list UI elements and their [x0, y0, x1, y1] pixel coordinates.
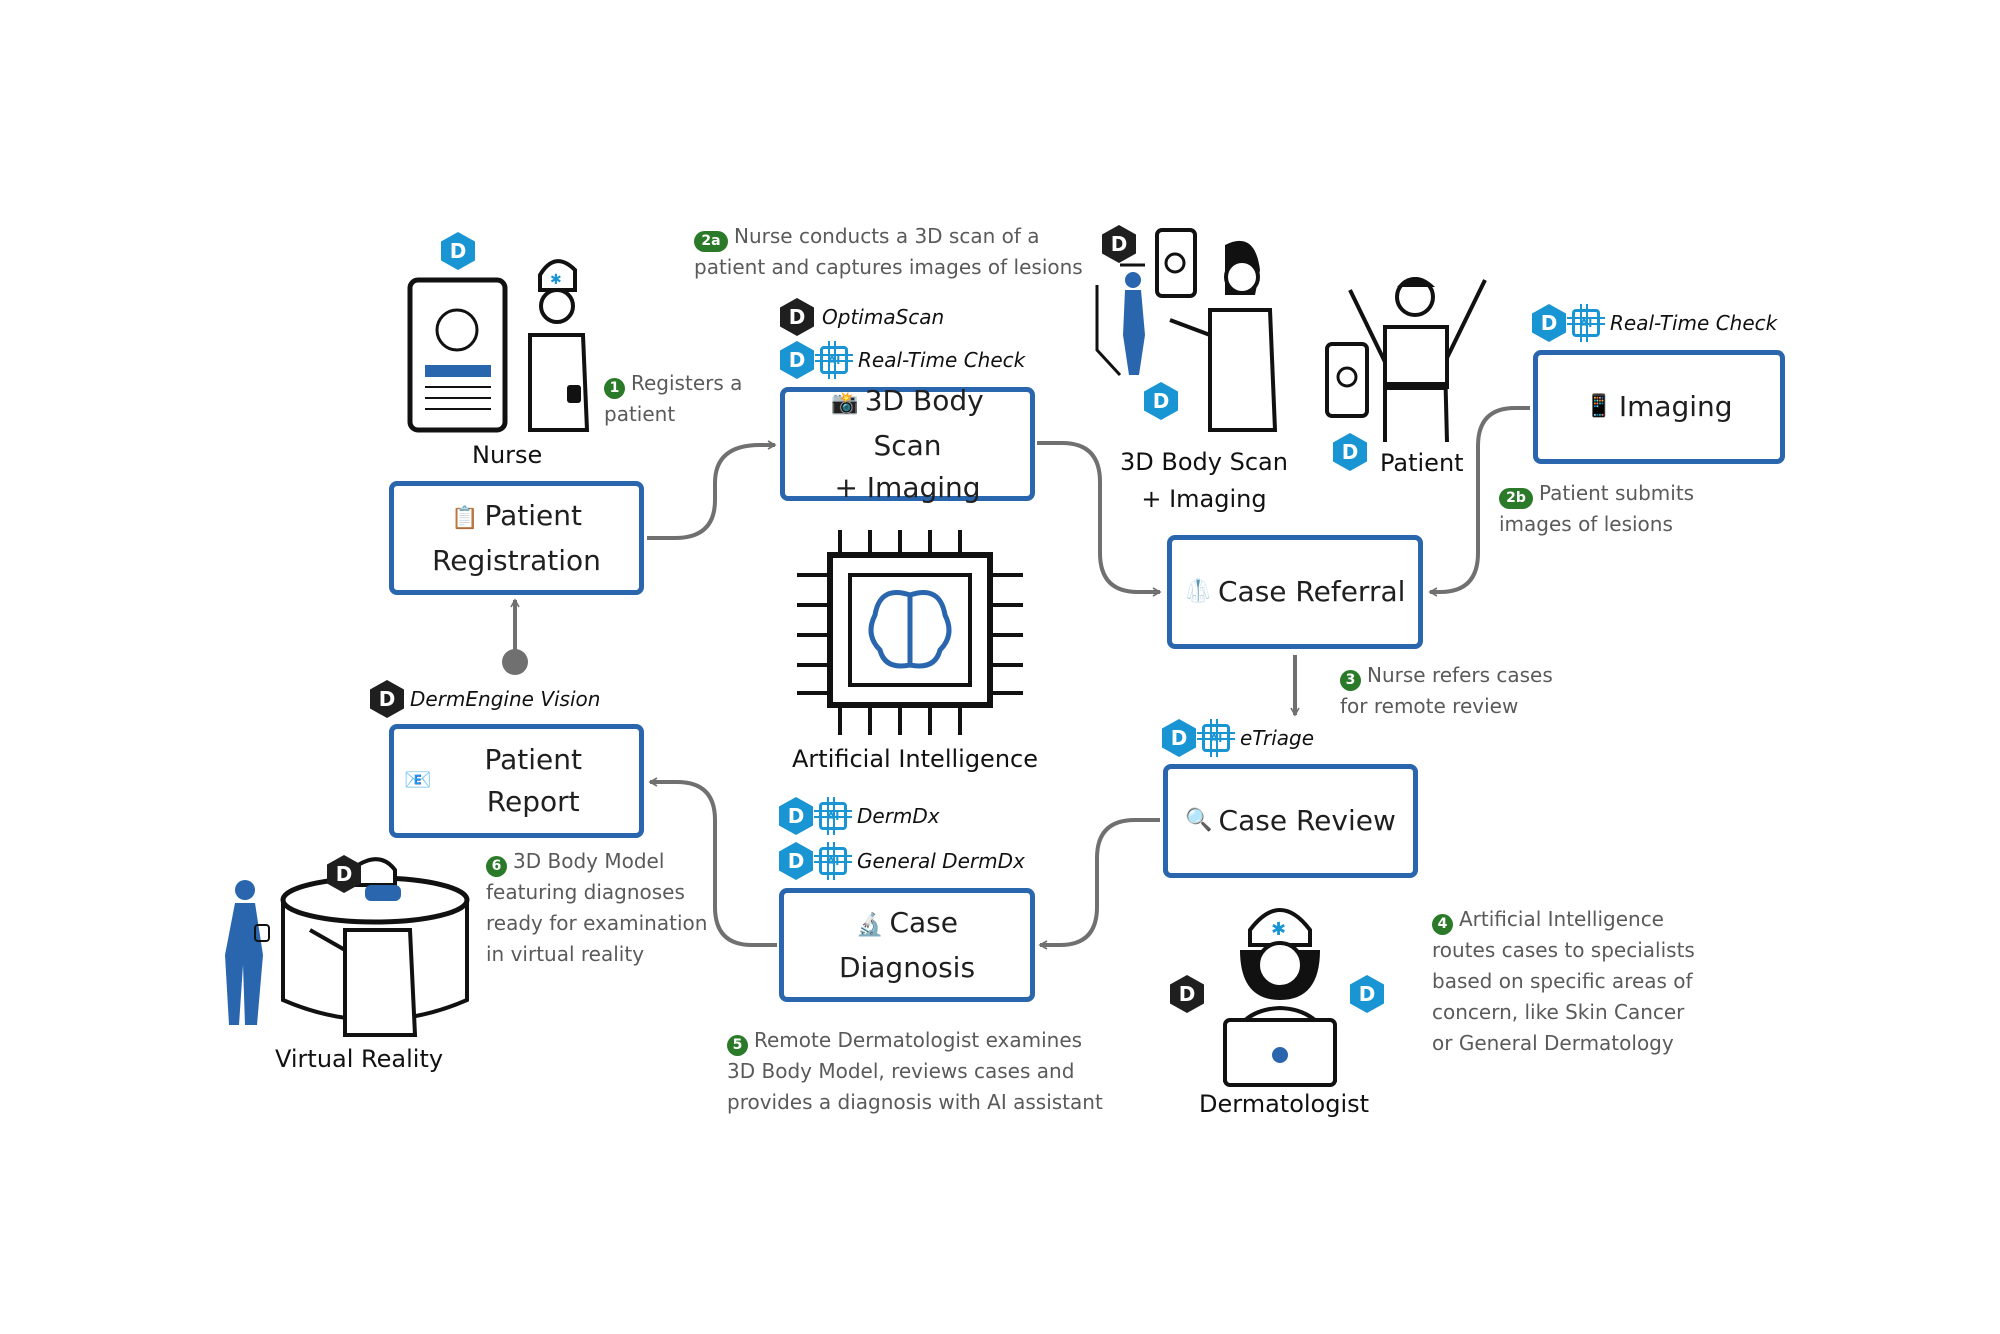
ai-chip-icon: AI: [814, 842, 852, 880]
ai-chip-icon: AI: [815, 341, 853, 379]
camera-icon: 📸: [831, 390, 859, 416]
nurse-label: Nurse: [472, 441, 543, 469]
nurse-illustration: ✱: [407, 259, 590, 433]
case-diagnosis-box: 🔬Case Diagnosis: [779, 888, 1035, 1002]
dermengine-logo-icon: D: [1532, 304, 1566, 342]
dermatologist-illustration: ✱: [1222, 908, 1338, 1087]
tag-realtime-imaging: D AI Real-Time Check: [1532, 304, 1777, 342]
imaging-box: 📱Imaging: [1533, 350, 1785, 464]
microscope-icon: 🔬: [856, 912, 884, 938]
vr-headset-icon: [365, 885, 401, 901]
magnifier-icon: 🔍: [1185, 808, 1213, 833]
case-review-box: 🔍Case Review: [1163, 764, 1418, 878]
mail-icon: 📧: [404, 768, 432, 793]
tag-etriage: D AI eTriage: [1162, 719, 1314, 757]
brain-icon: [868, 590, 952, 669]
dermengine-logo-icon: D: [1162, 719, 1196, 757]
svg-text:✱: ✱: [550, 272, 562, 288]
patient-report-box: 📧Patient Report: [389, 724, 644, 838]
body-scan-box: 📸3D Body Scan + Imaging: [780, 384, 1035, 504]
ai-chip-icon: AI: [814, 797, 852, 835]
dermengine-logo-icon: D: [779, 842, 813, 880]
svg-text:✱: ✱: [1271, 919, 1286, 940]
tag-general-dermdx: D AI General DermDx: [779, 842, 1025, 880]
patient-registration-box: 📋Patient Registration: [389, 481, 644, 595]
scan-illustration: [1095, 228, 1278, 432]
scan-label: 3D Body Scan + Imaging: [1120, 448, 1288, 513]
dermengine-logo-icon: D: [780, 298, 814, 336]
tag-realtime-scan: D AI Real-Time Check: [780, 341, 1025, 379]
tag-dermdx: D AI DermDx: [779, 797, 940, 835]
ai-chip-illustration: [797, 530, 1023, 735]
arrow-registration-to-scan: [647, 440, 777, 540]
tablet-icon: [407, 277, 508, 433]
vr-illustration: [225, 857, 470, 1037]
tag-dermengine-vision: D DermEngine Vision: [370, 680, 600, 718]
clipboard-icon: 📋: [451, 505, 479, 531]
vr-label: Virtual Reality: [275, 1045, 444, 1073]
phone-icon: [1155, 228, 1197, 298]
arrow-scan-to-referral: [1037, 441, 1162, 597]
ai-chip-icon: AI: [1567, 304, 1605, 342]
dermengine-logo-icon: D: [370, 680, 404, 718]
patient-label: Patient: [1380, 449, 1464, 477]
phone-icon: [1325, 342, 1369, 418]
arrow-imaging-to-referral: [1428, 406, 1530, 597]
patient-illustration: [1325, 277, 1487, 443]
dermengine-logo-icon: D: [779, 797, 813, 835]
arrow-diagnosis-to-report: [648, 777, 777, 947]
ai-label: Artificial Intelligence: [792, 745, 1038, 773]
case-referral-box: 🥼Case Referral: [1167, 535, 1423, 649]
connector-start-dot: [502, 649, 528, 675]
tag-optimascan: D OptimaScan: [780, 298, 944, 336]
dermengine-logo-icon: D: [780, 341, 814, 379]
dermatologist-label: Dermatologist: [1199, 1090, 1370, 1118]
ai-chip-icon: AI: [1197, 719, 1235, 757]
coat-icon: 🥼: [1184, 579, 1212, 604]
phone-icon: 📱: [1585, 394, 1613, 419]
arrow-review-to-diagnosis: [1038, 818, 1160, 950]
